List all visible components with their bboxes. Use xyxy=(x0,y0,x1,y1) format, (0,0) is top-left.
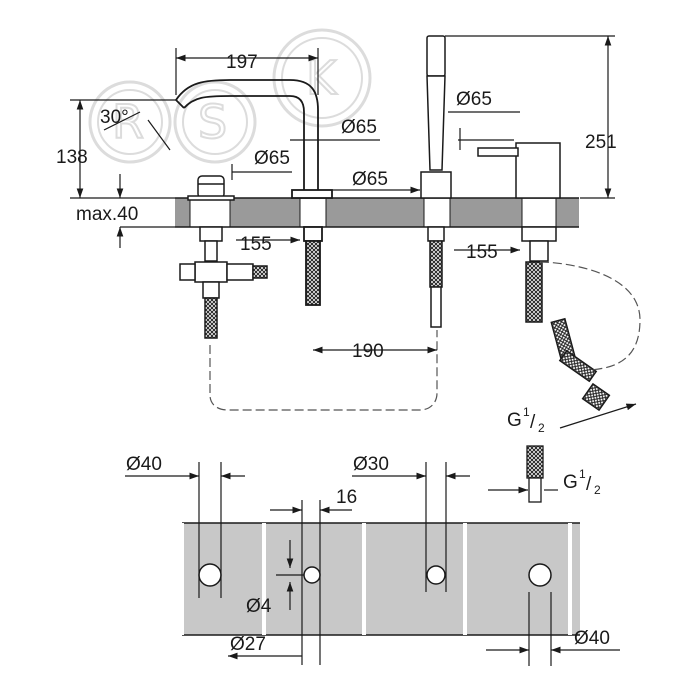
label-dia-handle: Ø65 xyxy=(456,89,492,110)
label-spout-height: 138 xyxy=(56,147,88,168)
label-dia-small: Ø4 xyxy=(246,596,272,617)
top-view-panel xyxy=(176,522,580,636)
label-spacing: 16 xyxy=(336,487,357,508)
deck-section xyxy=(175,197,579,228)
label-dist-bottom: 190 xyxy=(352,341,384,362)
label-dia-hole-1: Ø40 xyxy=(126,454,162,475)
watermark-logo: R S K xyxy=(88,28,372,164)
label-angle: 30° xyxy=(100,107,129,128)
label-dia-spout-base: Ø65 xyxy=(341,117,377,138)
svg-text:2: 2 xyxy=(594,483,601,497)
svg-text:G: G xyxy=(563,472,578,493)
label-connection-1: G 1 / 2 xyxy=(507,405,545,435)
label-deck-thickness: max.40 xyxy=(76,204,138,225)
drill-hole-4 xyxy=(528,563,552,587)
hose-routing xyxy=(209,261,641,411)
label-dia-hand-shower: Ø65 xyxy=(352,169,388,190)
left-valve-handle xyxy=(179,175,268,339)
top-view-dimensions xyxy=(125,462,620,666)
label-dia-hole-3: Ø27 xyxy=(230,634,266,655)
svg-text:2: 2 xyxy=(538,421,545,435)
svg-text:G: G xyxy=(507,410,522,431)
label-dia-hole-2: Ø30 xyxy=(353,454,389,475)
svg-text:/: / xyxy=(530,412,536,433)
watermark-letter-k: K xyxy=(306,51,338,105)
hand-shower xyxy=(420,35,452,328)
label-dia-hole-4: Ø40 xyxy=(574,628,610,649)
drill-hole-1 xyxy=(198,563,222,587)
side-view-dimensions xyxy=(70,35,637,494)
svg-text:1: 1 xyxy=(579,467,586,481)
connector-detail xyxy=(526,445,544,503)
label-total-height: 251 xyxy=(585,132,617,153)
label-dist-right: 155 xyxy=(466,242,498,263)
label-dia-spout-body: Ø65 xyxy=(254,148,290,169)
label-dist-left: 155 xyxy=(240,234,272,255)
svg-text:1: 1 xyxy=(523,405,530,419)
label-spout-width: 197 xyxy=(226,52,258,73)
watermark-letter-r: R xyxy=(112,95,144,149)
drill-hole-2 xyxy=(303,566,321,584)
drill-holes xyxy=(198,563,552,587)
label-connection-2: G 1 / 2 xyxy=(563,467,601,497)
svg-text:/: / xyxy=(586,474,592,495)
watermark-letter-s: S xyxy=(198,95,227,149)
spout xyxy=(175,79,333,306)
right-mixer-handle xyxy=(477,142,611,412)
drill-hole-3 xyxy=(426,565,446,585)
